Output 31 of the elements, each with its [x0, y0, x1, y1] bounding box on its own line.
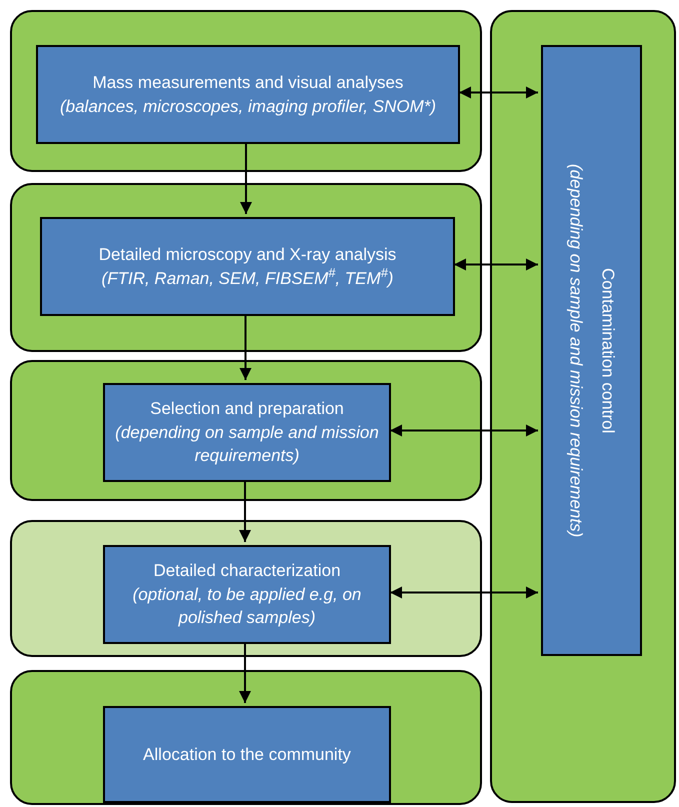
box-note: (FTIR, Raman, SEM, FIBSEM$^{#}$, TEM$^{#}$): [102, 266, 394, 290]
arrow: [454, 258, 538, 270]
arrow: [459, 86, 538, 98]
process-box: [541, 45, 642, 656]
box-heading: Detailed microscopy and X-ray analysis: [98, 244, 396, 266]
group-panel: [10, 520, 482, 657]
group-panel: [10, 183, 482, 352]
arrow: [390, 586, 538, 598]
process-box: [40, 217, 455, 316]
group-panel: [10, 360, 482, 501]
box-note: (balances, microscopes, imaging profiler, SNOM*): [60, 96, 436, 118]
process-box: [103, 706, 391, 803]
box-heading: Mass measurements and visual analyses: [92, 72, 404, 94]
arrow: [240, 315, 252, 380]
box-heading: Allocation to the community: [143, 744, 351, 766]
process-box: [36, 45, 460, 144]
arrow: [239, 643, 251, 703]
group-panel: [10, 10, 482, 172]
arrow: [239, 481, 251, 542]
box-note: (depending on sample and mission requirements): [566, 164, 586, 538]
arrow: [390, 424, 538, 436]
arrow: [240, 143, 252, 214]
box-heading: Contamination control: [597, 268, 618, 434]
box-heading: Selection and preparation: [150, 398, 344, 420]
process-box: [103, 545, 391, 644]
group-panel: [10, 670, 482, 805]
group-panel: [490, 10, 676, 803]
box-note: (depending on sample and mission requirements): [114, 422, 380, 468]
box-note: (optional, to be applied e.g, on polished samples): [132, 584, 362, 630]
box-heading: Detailed characterization: [153, 560, 341, 582]
process-box: [103, 383, 391, 482]
